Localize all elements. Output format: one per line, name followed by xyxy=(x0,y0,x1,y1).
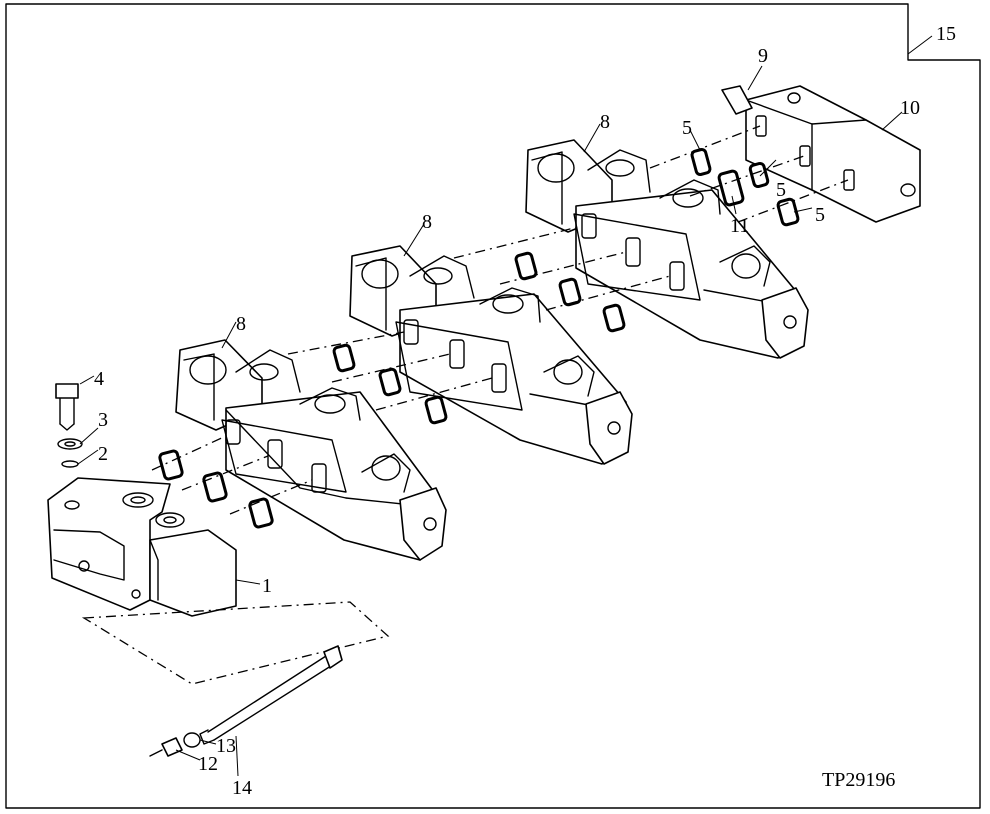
callout-8: 8 xyxy=(422,211,432,233)
callout-13: 13 xyxy=(216,735,236,757)
drawing-frame xyxy=(5,3,981,809)
tie-rod-assembly xyxy=(149,645,343,757)
figure-code: TP29196 xyxy=(822,769,895,791)
mounting-hardware xyxy=(55,383,83,468)
callout-3: 3 xyxy=(98,409,108,431)
callout-12: 12 xyxy=(198,753,218,775)
valve-section xyxy=(175,339,447,561)
callout-8: 8 xyxy=(236,313,246,335)
callout-11: 11 xyxy=(730,215,749,237)
callout-9: 9 xyxy=(758,45,768,67)
callout-4: 4 xyxy=(94,368,104,390)
callout-15: 15 xyxy=(936,23,956,45)
valve-section xyxy=(349,245,633,465)
o-ring-seals xyxy=(158,147,800,529)
callout-5: 5 xyxy=(682,117,692,139)
callout-5: 5 xyxy=(776,179,786,201)
callout-2: 2 xyxy=(98,443,108,465)
callout-14: 14 xyxy=(232,777,252,799)
leader-lines xyxy=(77,35,933,777)
callout-10: 10 xyxy=(900,97,920,119)
inlet-section xyxy=(47,477,237,617)
end-section xyxy=(721,85,921,223)
valve-section xyxy=(525,139,809,359)
callout-1: 1 xyxy=(262,575,272,597)
assembly-lines xyxy=(81,125,849,685)
callout-8: 8 xyxy=(600,111,610,133)
callout-5: 5 xyxy=(815,204,825,226)
